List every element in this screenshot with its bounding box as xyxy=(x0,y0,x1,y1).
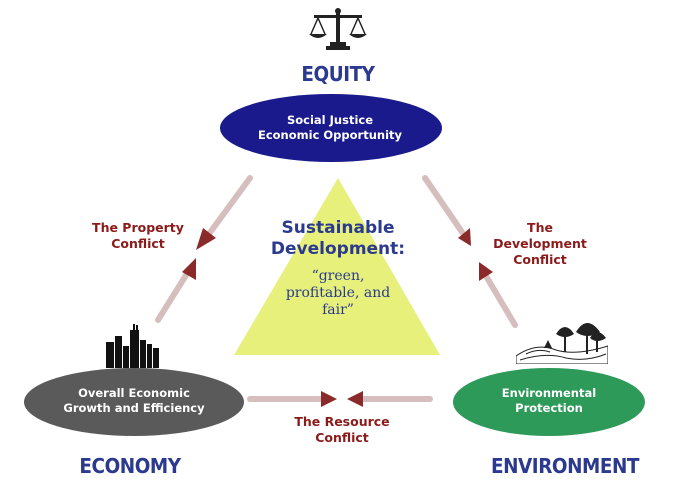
development-conflict-line3: Conflict xyxy=(513,252,567,267)
development-conflict-line2: Development xyxy=(493,236,587,251)
property-conflict-line2: Conflict xyxy=(111,236,165,251)
resource-conflict-label: The Resource Conflict xyxy=(282,414,402,446)
equity-node-line2: Economic Opportunity xyxy=(257,128,403,142)
resource-conflict-line1: The Resource xyxy=(294,414,390,429)
economy-title: ECONOMY xyxy=(79,454,181,478)
environment-title: ENVIRONMENT xyxy=(490,454,640,478)
development-conflict-line1: The xyxy=(527,220,553,235)
economy-node: Overall Economic Growth and Efficiency xyxy=(34,386,234,416)
sustainable-development-text: Sustainable Development: “green, profita… xyxy=(248,218,428,319)
environment-node: Environmental Protection xyxy=(464,386,634,416)
equity-node: Social Justice Economic Opportunity xyxy=(230,113,430,143)
center-title-line2: Development: xyxy=(270,239,406,259)
center-quote-line1: “green, xyxy=(311,268,365,284)
equity-title: EQUITY xyxy=(301,62,375,86)
environment-node-line1: Environmental xyxy=(501,386,597,400)
center-title-line1: Sustainable xyxy=(281,218,395,238)
environment-node-line2: Protection xyxy=(515,401,583,415)
center-quote-line3: fair” xyxy=(322,302,354,318)
equity-node-line1: Social Justice xyxy=(286,113,373,127)
property-conflict-line1: The Property xyxy=(92,220,184,235)
economy-node-line1: Overall Economic xyxy=(78,386,190,400)
development-conflict-label: The Development Conflict xyxy=(480,220,600,268)
city-skyline-icon xyxy=(106,324,159,368)
landscape-trees-icon xyxy=(516,323,608,364)
property-conflict-label: The Property Conflict xyxy=(78,220,198,252)
center-quote-line2: profitable, and xyxy=(285,285,391,301)
resource-conflict-line2: Conflict xyxy=(315,430,369,445)
scales-of-justice-icon xyxy=(309,8,367,50)
economy-node-line2: Growth and Efficiency xyxy=(63,401,205,415)
